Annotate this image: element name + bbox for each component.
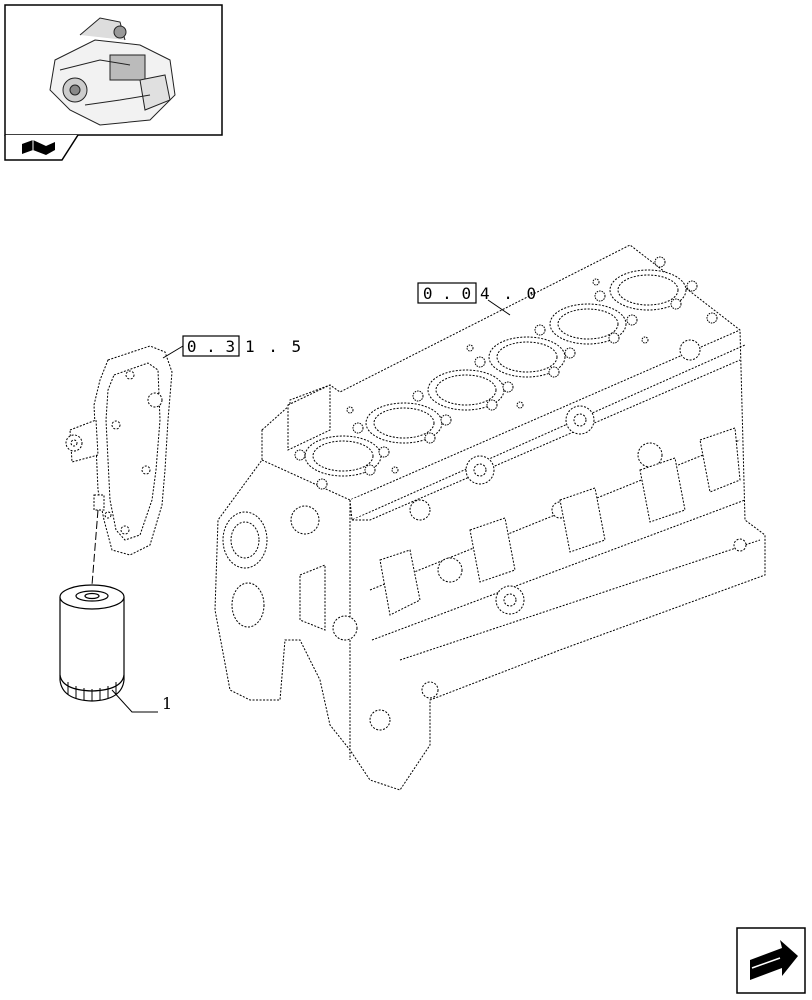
engine-thumbnail[interactable] bbox=[4, 4, 223, 136]
filter-head-reference-text: 1 . 5 bbox=[245, 337, 303, 356]
book-open-icon bbox=[22, 140, 55, 155]
callout-1-leader bbox=[111, 689, 158, 713]
block-reference-text: 4 . 0 bbox=[480, 284, 538, 303]
engine-block bbox=[214, 244, 766, 791]
callout-1-label: 1 bbox=[162, 694, 172, 713]
filter-head-reference-boxed-text: 0 . 3 bbox=[187, 337, 235, 356]
callout-1[interactable]: 1 bbox=[111, 689, 172, 713]
thumbnail-tab[interactable] bbox=[4, 134, 79, 161]
filter-head bbox=[65, 345, 173, 556]
block-reference-box bbox=[417, 282, 477, 304]
block-reference-boxed-text: 0 . 0 bbox=[423, 284, 471, 303]
next-page-button[interactable] bbox=[736, 927, 806, 994]
block-side-features bbox=[222, 339, 747, 731]
oil-filter[interactable] bbox=[59, 584, 125, 702]
block-reference-leader bbox=[487, 299, 511, 316]
filter-head-reference-leader bbox=[162, 345, 184, 359]
arrow-next-icon bbox=[750, 940, 798, 980]
head-bolt-holes bbox=[294, 256, 718, 490]
cylinder-bores bbox=[304, 269, 687, 477]
assembly-connector bbox=[91, 509, 99, 586]
filter-head-reference[interactable]: 0 . 3 1 . 5 bbox=[162, 335, 303, 359]
block-reference[interactable]: 0 . 0 4 . 0 bbox=[417, 282, 538, 316]
engine-thumbnail-image bbox=[49, 17, 176, 126]
